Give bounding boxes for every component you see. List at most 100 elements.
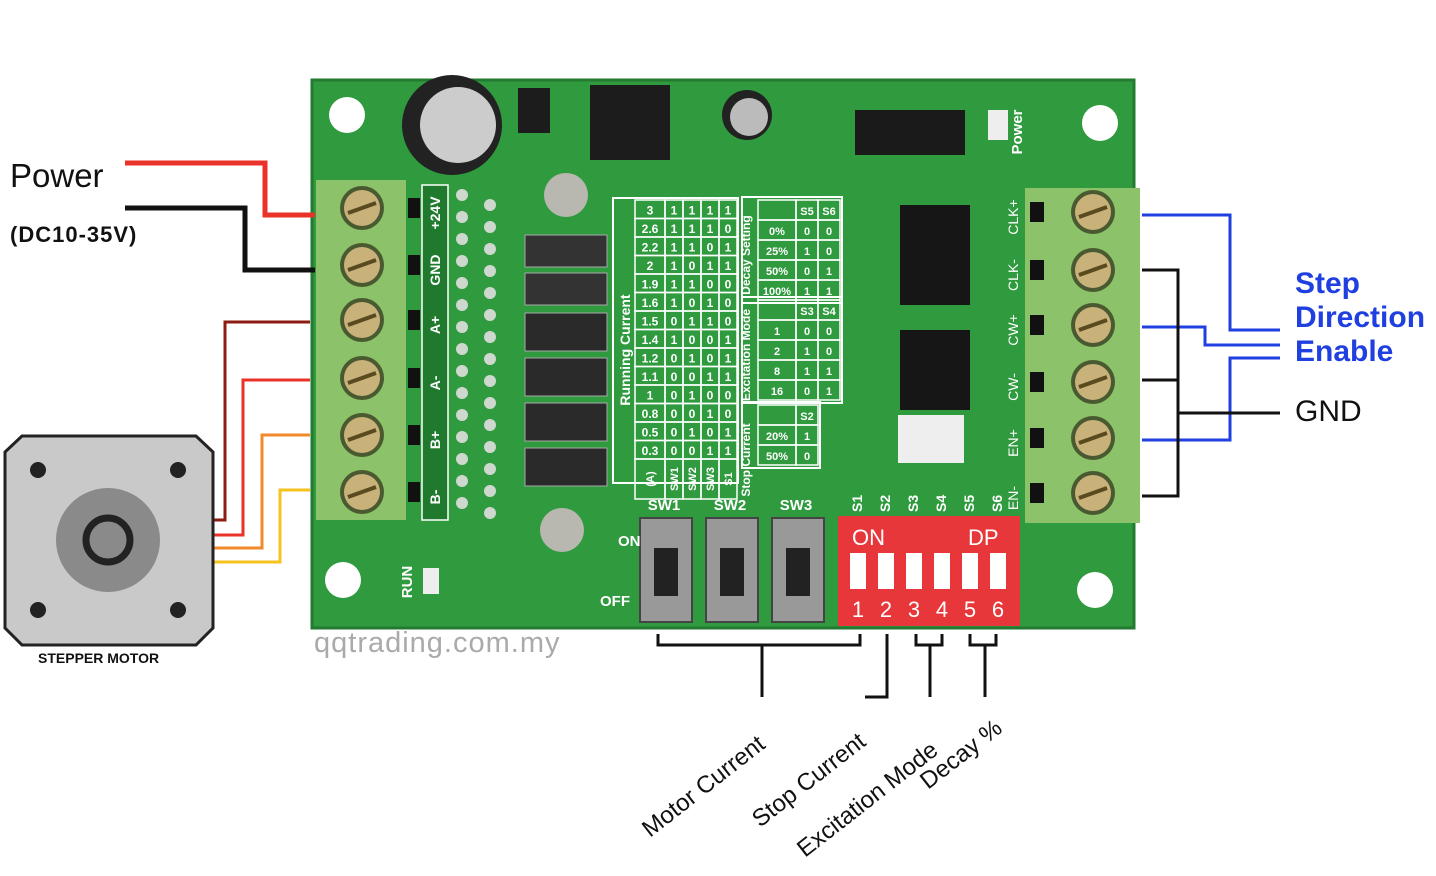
table-value: 1 xyxy=(689,278,696,292)
pcb-pad xyxy=(456,387,468,399)
table-value: 0 xyxy=(725,222,732,236)
pcb-pad xyxy=(484,243,496,255)
pcb-pad xyxy=(484,397,496,409)
pcb-pad xyxy=(456,321,468,333)
slide-switch-knob[interactable] xyxy=(720,548,744,596)
table-value: 0 xyxy=(725,296,732,310)
table-value: 1 xyxy=(774,326,780,338)
direction-label: Direction xyxy=(1295,301,1426,334)
table-value: 0 xyxy=(689,407,696,421)
table-value: 1 xyxy=(804,286,810,298)
table-value: 1 xyxy=(707,407,714,421)
table-value: 0% xyxy=(769,226,785,238)
table-value: 1 xyxy=(826,366,832,378)
power-label: Power xyxy=(10,157,104,194)
pcb-pad xyxy=(456,453,468,465)
right-terminal-block xyxy=(1025,188,1140,523)
table-value: 0 xyxy=(826,226,832,238)
table-value: 0.8 xyxy=(642,407,659,421)
table-value: 100% xyxy=(763,286,791,298)
terminal-slot xyxy=(408,425,420,445)
dip-toggle-1[interactable] xyxy=(850,553,866,589)
table-value: 0 xyxy=(804,326,810,338)
table-value: 0 xyxy=(826,346,832,358)
table-value: 1 xyxy=(707,222,714,236)
pcb-pad xyxy=(456,277,468,289)
pcb-pad xyxy=(484,353,496,365)
dip-top-label: S5 xyxy=(961,495,977,512)
pcb-pad xyxy=(456,431,468,443)
on-label: ON xyxy=(618,533,641,550)
right-terminal-screw-slot xyxy=(1078,486,1108,500)
table-cell xyxy=(795,444,819,466)
table-value: 0 xyxy=(671,407,678,421)
table-value: 16 xyxy=(771,386,783,398)
terminal-slot xyxy=(1030,202,1044,222)
table-header: SW1 xyxy=(669,467,681,491)
table-value: 3 xyxy=(647,204,654,218)
running-current-title: Running Current xyxy=(617,294,633,406)
pcb-pad xyxy=(456,409,468,421)
pcb-pad xyxy=(456,299,468,311)
running-current-frame xyxy=(612,197,739,484)
left-terminal-label: A- xyxy=(427,375,443,390)
table-value: 0 xyxy=(707,389,714,403)
pcb-pad xyxy=(456,233,468,245)
terminal-slot xyxy=(1030,372,1044,392)
dip-top-label: S6 xyxy=(989,495,1005,512)
table-value: 8 xyxy=(774,366,780,378)
slide-switch-knob[interactable] xyxy=(654,548,678,596)
pcb-pad xyxy=(484,419,496,431)
table-value: 20% xyxy=(766,431,788,443)
table-value: 1 xyxy=(671,333,678,347)
table-value: 1 xyxy=(804,246,810,258)
left-terminal-label: +24V xyxy=(427,196,443,230)
table-value: 0 xyxy=(707,333,714,347)
table-value: 1 xyxy=(689,222,696,236)
table-value: 1.9 xyxy=(642,278,659,292)
table-cell xyxy=(817,379,841,401)
table-value: 0 xyxy=(671,315,678,329)
watermark: qqtrading.com.my xyxy=(314,627,561,659)
table-value: 50% xyxy=(766,451,788,463)
dip-number: 1 xyxy=(852,597,864,622)
pcb-pad xyxy=(484,199,496,211)
dip-toggle-4[interactable] xyxy=(934,553,950,589)
terminal-slot xyxy=(1030,260,1044,280)
right-terminal-label: CLK+ xyxy=(1005,199,1021,234)
left-terminal-label: B- xyxy=(427,489,443,504)
table-value: 0 xyxy=(826,246,832,258)
table-value: 1 xyxy=(826,266,832,278)
pcb-pad xyxy=(484,309,496,321)
pcb-pad xyxy=(484,375,496,387)
table-value: 0 xyxy=(671,352,678,366)
slide-switch-knob[interactable] xyxy=(786,548,810,596)
table-value: 1 xyxy=(689,352,696,366)
dip-toggle-2[interactable] xyxy=(878,553,894,589)
table-value: 0 xyxy=(707,278,714,292)
table-value: 0 xyxy=(671,444,678,458)
table-value: 1.4 xyxy=(642,333,659,347)
table-value: 0 xyxy=(689,259,696,273)
table-value: 2.2 xyxy=(642,241,659,255)
table-value: 1 xyxy=(671,204,678,218)
table-value: 0 xyxy=(804,451,810,463)
table-value: 0.3 xyxy=(642,444,659,458)
right-terminal-label: EN+ xyxy=(1005,429,1021,457)
run-led-label: RUN xyxy=(399,566,416,599)
step-label: Step xyxy=(1295,267,1361,300)
table-value: 1 xyxy=(707,315,714,329)
table-value: 1 xyxy=(804,346,810,358)
pcb-pad xyxy=(484,441,496,453)
table-value: 1 xyxy=(725,241,732,255)
dip-toggle-3[interactable] xyxy=(906,553,922,589)
right-terminal-screw-slot xyxy=(1078,205,1108,219)
power-led-label: Power xyxy=(1009,109,1026,154)
pcb-pad xyxy=(456,255,468,267)
dip-toggle-5[interactable] xyxy=(962,553,978,589)
table-value: S4 xyxy=(822,306,836,318)
pcb-pad xyxy=(484,287,496,299)
table-value: 1.5 xyxy=(642,315,659,329)
slide-switch-2[interactable] xyxy=(705,517,759,623)
dip-toggle-6[interactable] xyxy=(990,553,1006,589)
